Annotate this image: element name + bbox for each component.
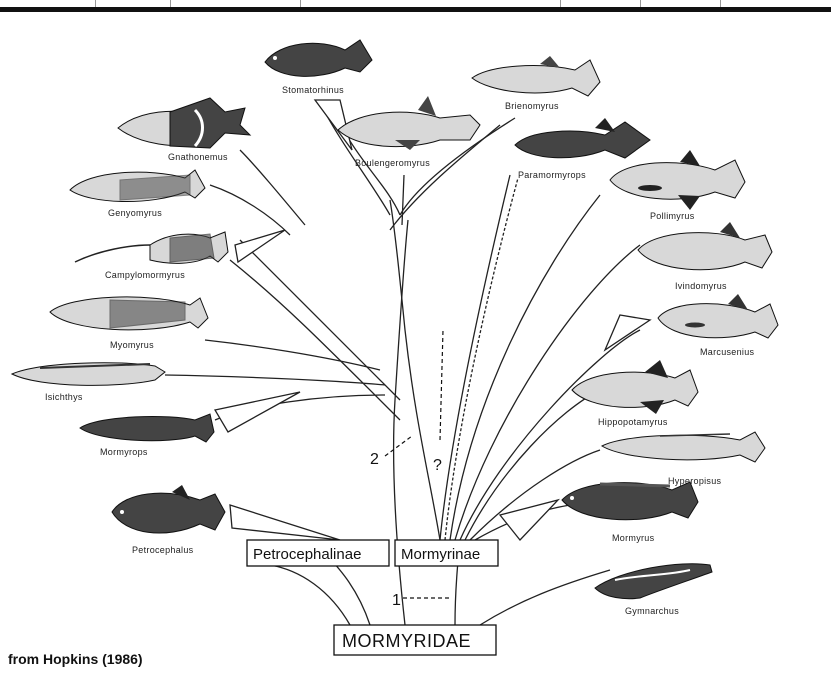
paramormyrops-fish-illustration [515, 118, 650, 158]
brienomyrus-fish-illustration [472, 56, 600, 96]
branch-paramormyrops2 [445, 178, 518, 540]
hyperopisus-fish-illustration [602, 432, 765, 462]
genyomyrus-label: Genyomyrus [108, 208, 162, 218]
branch-gnathonemus [240, 150, 305, 225]
mormyrus-fish-illustration [562, 482, 698, 520]
ivindomyrus-label: Ivindomyrus [675, 281, 727, 291]
node1-label: 1 [392, 592, 401, 609]
stomatorhinus-fish-illustration [265, 40, 372, 76]
branch-isichthys [165, 375, 385, 385]
marcusenius-label: Marcusenius [700, 347, 755, 357]
isichthys-fish-illustration [12, 363, 165, 386]
petrocephalinae-label: Petrocephalinae [253, 546, 361, 563]
campylomormyrus-fish-illustration [75, 232, 228, 263]
stomatorhinus-label: Stomatorhinus [282, 85, 344, 95]
mormyrops-label: Mormyrops [100, 447, 148, 457]
pollimyrus-label: Pollimyrus [650, 211, 695, 221]
source-credit: from Hopkins (1986) [8, 651, 143, 667]
myomyrus-label: Myomyrus [110, 340, 154, 350]
wedge-mormyrus [500, 500, 558, 540]
wedge-genyomyrus [235, 230, 285, 262]
brienomyrus-label: Brienomyrus [505, 101, 559, 111]
wedge-petrocephalus [230, 505, 340, 540]
mormyrinae-label: Mormyrinae [401, 546, 480, 563]
branch-left-big [240, 240, 400, 400]
branch-left-big2 [230, 260, 400, 420]
hyperopisus-label: Hyperopisus [668, 476, 722, 486]
branch-myomyrus [205, 340, 380, 370]
boulengeromyrus-fish-illustration [338, 96, 480, 150]
wedge-marcusenius [605, 315, 650, 350]
isichthys-label: Isichthys [45, 392, 83, 402]
unknown-dashed-line [440, 330, 443, 440]
petrocephalinae-box: Petrocephalinae [247, 540, 389, 566]
genyomyrus-fish-illustration [70, 170, 205, 202]
campylomormyrus-label: Campylomormyrus [105, 270, 185, 280]
mormyrus-label: Mormyrus [612, 533, 655, 543]
branch-boulengeromyrus [402, 175, 404, 225]
gnathonemus-label: Gnathonemus [168, 152, 228, 162]
wedge-mormyrops [215, 392, 300, 432]
node2-label: 2 [370, 451, 379, 468]
pollimyrus-fish-illustration [610, 150, 745, 210]
mormyrinae-box: Mormyrinae [395, 540, 498, 566]
node2-dashed-line [385, 436, 412, 456]
hippopotamyrus-label: Hippopotamyrus [598, 417, 668, 427]
fish-illustrations: Stomatorhinus Brienomyrus Gnathonemus Bo… [12, 40, 778, 616]
branch-petro-left [270, 565, 350, 625]
mormyrops-fish-illustration [80, 414, 214, 442]
marcusenius-fish-illustration [658, 294, 778, 338]
mormyridae-label: MORMYRIDAE [342, 631, 471, 651]
paramormyrops-label: Paramormyrops [518, 170, 586, 180]
gymnarchus-fish-illustration [595, 564, 712, 599]
gymnarchus-label: Gymnarchus [625, 606, 679, 616]
gnathonemus-fish-illustration [118, 98, 250, 148]
myomyrus-fish-illustration [50, 297, 208, 330]
petrocephalus-label: Petrocephalus [132, 545, 194, 555]
unknown-node-label: ? [433, 457, 442, 474]
petrocephalus-fish-illustration [112, 485, 225, 533]
ivindomyrus-fish-illustration [638, 222, 772, 270]
boulengeromyrus-label: Boulengeromyrus [355, 158, 430, 168]
mormyridae-box: MORMYRIDAE [334, 625, 496, 655]
branch-gymnarchus [480, 570, 610, 625]
